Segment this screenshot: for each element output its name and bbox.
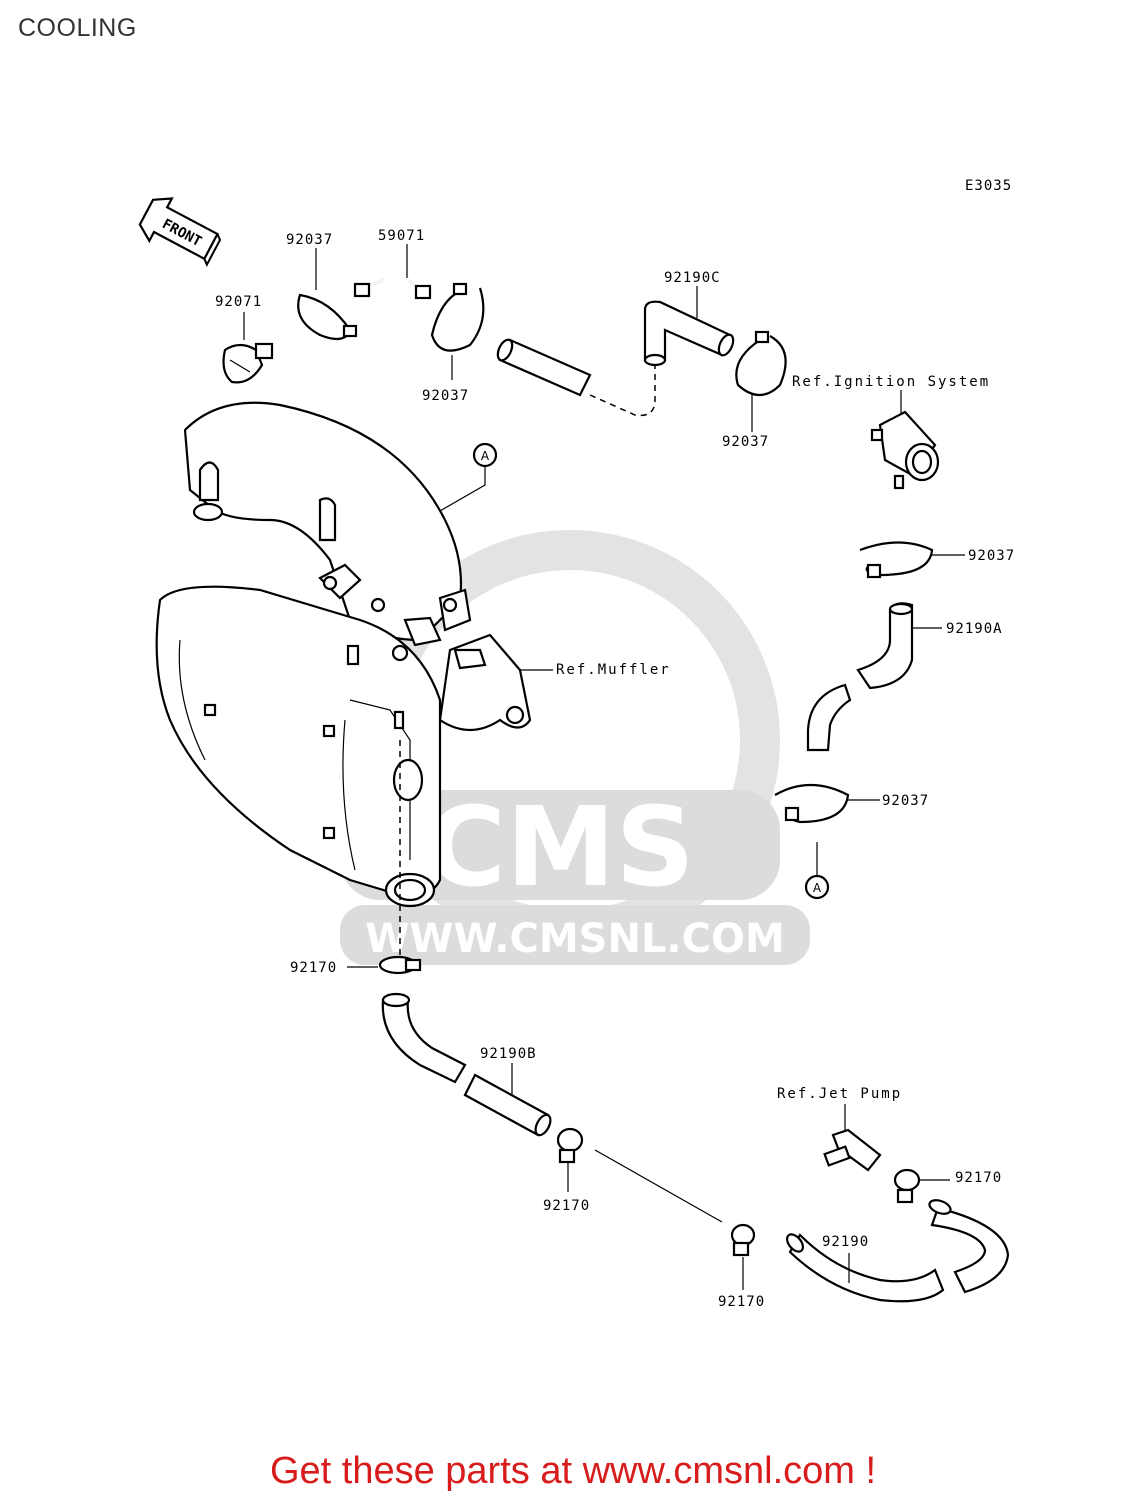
label-92071: 92071 bbox=[215, 294, 262, 310]
marker-a-bottom: A bbox=[804, 842, 830, 900]
label-92170-b: 92170 bbox=[543, 1198, 590, 1214]
clamp-92037-a bbox=[297, 248, 358, 341]
clamp-92170-a bbox=[347, 955, 422, 975]
clamp-92037-e bbox=[774, 784, 880, 824]
ref-muffler: Ref.Muffler bbox=[556, 662, 671, 678]
page-title: COOLING bbox=[18, 14, 137, 42]
label-92170-c: 92170 bbox=[718, 1294, 765, 1310]
clamp-92170-b bbox=[556, 1127, 584, 1192]
label-92170-a: 92170 bbox=[290, 960, 337, 976]
ignition-component bbox=[870, 390, 940, 490]
clamp-92037-b bbox=[430, 282, 485, 380]
label-92037-d: 92037 bbox=[968, 548, 1015, 564]
clamp-92037-d bbox=[859, 541, 965, 579]
label-59071: 59071 bbox=[378, 228, 425, 244]
label-92190C: 92190C bbox=[664, 270, 721, 286]
svg-text:A: A bbox=[813, 881, 822, 895]
front-arrow-icon: FRONT bbox=[138, 197, 222, 267]
connector-line bbox=[594, 1149, 723, 1223]
hose-92190A bbox=[806, 602, 942, 752]
drain-plug-92071 bbox=[222, 312, 274, 384]
label-92190B: 92190B bbox=[480, 1046, 537, 1062]
clamp-92037-c bbox=[735, 330, 787, 432]
footer-cta[interactable]: Get these parts at www.cmsnl.com ! bbox=[269, 1450, 877, 1492]
label-92037-b: 92037 bbox=[422, 388, 469, 404]
watermark-url: WWW.CMSNL.COM bbox=[365, 916, 785, 962]
label-92190: 92190 bbox=[822, 1234, 869, 1250]
label-92037-a: 92037 bbox=[286, 232, 333, 248]
diagram-code: E3035 bbox=[965, 178, 1012, 194]
ref-jet-pump: Ref.Jet Pump bbox=[777, 1086, 902, 1102]
clamp-92170-d bbox=[893, 1168, 950, 1204]
fitting-59071 bbox=[353, 244, 432, 300]
label-92190A: 92190A bbox=[946, 621, 1003, 637]
hose-92190 bbox=[785, 1199, 1010, 1303]
label-92037-e: 92037 bbox=[882, 793, 929, 809]
hose-straight bbox=[496, 338, 656, 417]
label-92037-c: 92037 bbox=[722, 434, 769, 450]
watermark-brand: CMS bbox=[425, 783, 694, 911]
hose-92190C bbox=[643, 286, 735, 367]
label-92170-d: 92170 bbox=[955, 1170, 1002, 1186]
ref-ignition: Ref.Ignition System bbox=[792, 374, 990, 390]
svg-text:A: A bbox=[481, 449, 490, 463]
hose-92190B bbox=[381, 992, 552, 1137]
jet-pump-fitting bbox=[823, 1104, 882, 1172]
exhaust-manifold-body bbox=[155, 401, 532, 960]
clamp-92170-c bbox=[730, 1223, 756, 1290]
